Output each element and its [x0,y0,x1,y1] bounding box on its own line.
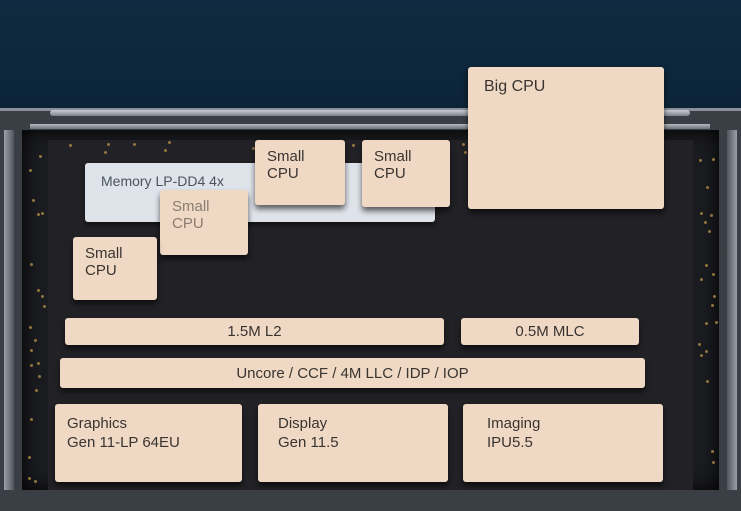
trace-dot [700,354,703,357]
trace-dot [706,380,709,383]
trace-dot [104,151,107,154]
memory-label: Memory LP-DD4 4x [101,173,224,189]
trace-dot [712,461,715,464]
label: Gen 11.5 [278,433,448,452]
trace-dot [352,144,355,147]
label: CPU [85,262,157,279]
label: Big CPU [484,78,545,95]
label: Graphics [67,414,242,433]
trace-dot [32,199,35,202]
trace-dot [705,350,708,353]
frame-side-left [4,130,14,490]
label: Uncore / CCF / 4M LLC / IDP / IOP [236,365,468,382]
trace-dot [29,169,32,172]
label: Small [267,148,345,165]
big-cpu-block: Big CPU [468,67,664,209]
label: Display [278,414,448,433]
trace-dot [30,263,33,266]
trace-dot [700,278,703,281]
label: Imaging [487,414,663,433]
trace-dot [704,221,707,224]
small-cpu-block: SmallCPU [362,140,450,207]
trace-dot [35,389,38,392]
trace-dot [28,456,31,459]
mlc-block: 0.5M MLC [461,318,639,345]
trace-dot [705,264,708,267]
frame-side-right [727,130,737,490]
graphics-block: GraphicsGen 11-LP 64EU [55,404,242,482]
trace-dot [43,305,46,308]
trace-dot [711,450,714,453]
trace-dot [37,289,40,292]
trace-dot [37,362,40,365]
label: Small [374,148,450,165]
label: 0.5M MLC [515,323,584,340]
trace-dot [29,326,32,329]
trace-dot [41,295,44,298]
l2-cache-block: 1.5M L2 [65,318,444,345]
small-cpu-block: SmallCPU [73,237,157,300]
imaging-block: ImagingIPU5.5 [463,404,663,482]
small-cpu-block: SmallCPU [160,190,248,255]
label: Small [85,245,157,262]
label: CPU [267,165,345,182]
label: CPU [172,215,248,232]
label: Small [172,198,248,215]
label: CPU [374,165,450,182]
trace-dot [30,349,33,352]
trace-dot [464,151,467,154]
uncore-block: Uncore / CCF / 4M LLC / IDP / IOP [60,358,645,388]
label: 1.5M L2 [227,323,281,340]
label: Gen 11-LP 64EU [67,433,242,452]
display-block: DisplayGen 11.5 [258,404,448,482]
small-cpu-block: SmallCPU [255,140,345,205]
label: IPU5.5 [487,433,663,452]
trace-dot [462,143,465,146]
